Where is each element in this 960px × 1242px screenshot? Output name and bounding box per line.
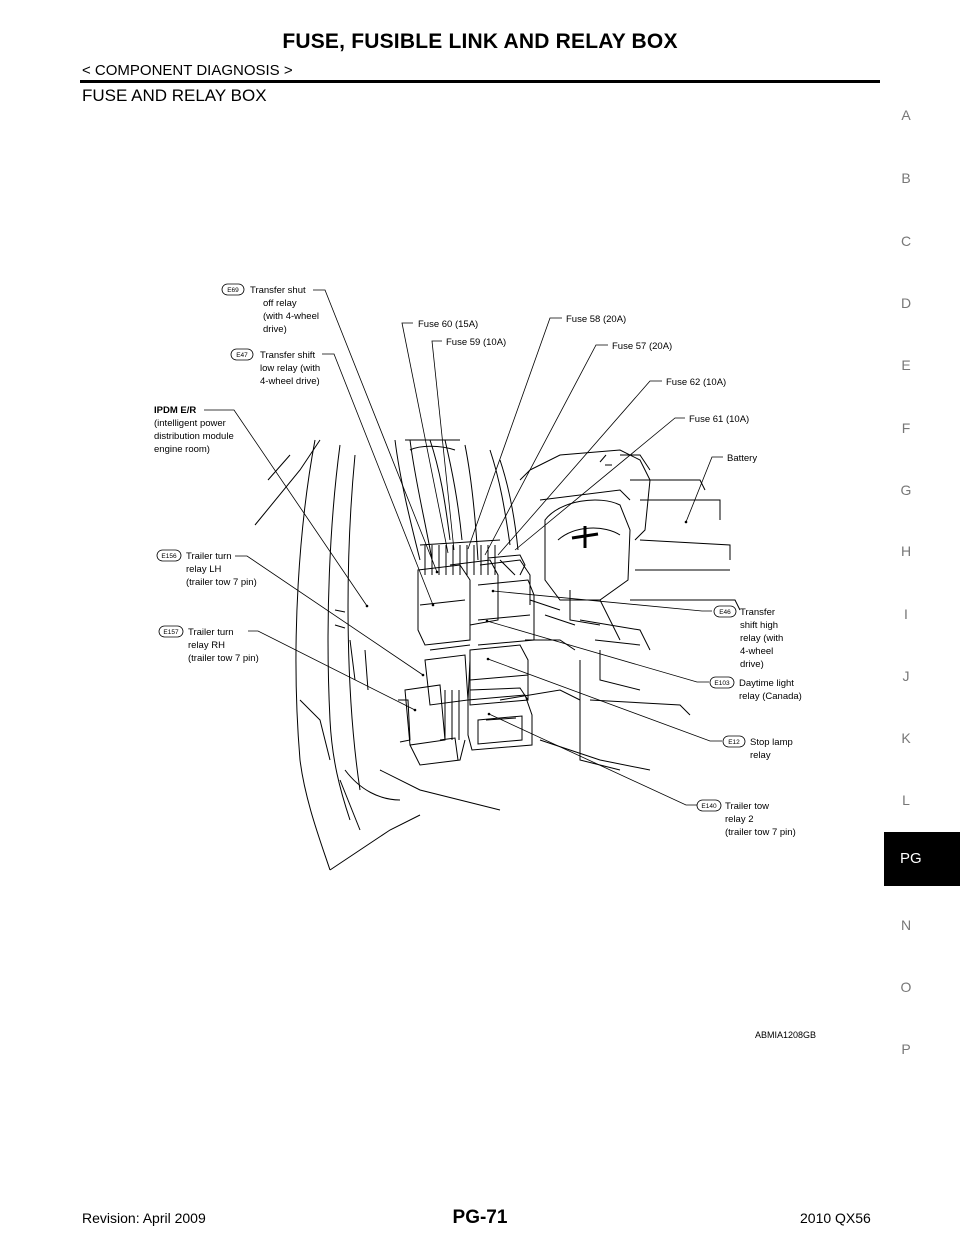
label-e46-line5: drive) (740, 659, 764, 670)
connector-code-e12: E12 (728, 739, 740, 746)
side-index-letter[interactable]: P (901, 1041, 911, 1057)
connector-badge-e46 (713, 605, 737, 618)
side-index-letter[interactable]: K (901, 730, 911, 746)
label-e12-line2: relay (750, 750, 771, 761)
label-e156-line1: Trailer turn (186, 551, 232, 562)
connector-badges: E69 E47 E156 E157 E46 E103 E12 E140 (156, 283, 746, 812)
side-index-letter[interactable]: N (900, 917, 912, 933)
side-index-letter[interactable]: A (901, 107, 911, 123)
side-index-letter[interactable]: L (902, 792, 910, 808)
label-e140-line2: relay 2 (725, 814, 754, 825)
label-fuse-61: Fuse 61 (10A) (689, 414, 749, 425)
figure-id: ABMIA1208GB (755, 1030, 817, 1040)
callout-labels: Transfer shut off relay (with 4-wheel dr… (154, 285, 802, 838)
label-fuse-58: Fuse 58 (20A) (566, 314, 626, 325)
label-e69-line3: (with 4-wheel (263, 311, 319, 322)
side-index-letter[interactable]: I (904, 606, 908, 622)
label-e103-line1: Daytime light (739, 678, 794, 689)
footer-revision: Revision: April 2009 (82, 1210, 206, 1226)
connector-code-e47: E47 (236, 352, 248, 359)
label-e47-line3: 4-wheel drive) (260, 376, 320, 387)
label-e46-line1: Transfer (740, 607, 775, 618)
connector-badge-e69 (221, 283, 245, 296)
label-ipdm-line1: IPDM E/R (154, 405, 196, 416)
label-e46-line3: relay (with (740, 633, 783, 644)
connector-badge-e140 (696, 799, 722, 812)
label-fuse-62: Fuse 62 (10A) (666, 377, 726, 388)
callout-dots (365, 520, 688, 716)
page-title: FUSE, FUSIBLE LINK AND RELAY BOX (282, 30, 678, 53)
label-fuse-60: Fuse 60 (15A) (418, 319, 478, 330)
label-ipdm-line3: distribution module (154, 431, 234, 442)
side-index-letter[interactable]: B (901, 170, 911, 186)
callout-leaders (204, 289, 723, 806)
label-e140-line1: Trailer tow (725, 801, 769, 812)
connector-badge-e157 (158, 625, 184, 638)
connector-badge-e47 (230, 348, 254, 361)
label-e157-line3: (trailer tow 7 pin) (188, 653, 259, 664)
side-index-letter[interactable]: E (901, 357, 911, 373)
connector-code-e140: E140 (701, 803, 717, 810)
label-e46-line2: shift high (740, 620, 778, 631)
connector-badge-e12 (722, 735, 746, 748)
side-index-letter[interactable]: H (900, 543, 912, 559)
side-index: A B C D E F G H I J K L N O P (884, 0, 960, 1242)
side-index-letter[interactable]: D (900, 295, 912, 311)
footer-page-number: PG-71 (452, 1207, 508, 1228)
label-e47-line2: low relay (with (260, 363, 320, 374)
side-index-letter[interactable]: O (900, 979, 912, 995)
label-e47-line1: Transfer shift (260, 350, 315, 361)
label-ipdm-line4: engine room) (154, 444, 210, 455)
section-title: FUSE AND RELAY BOX (82, 86, 267, 105)
label-e140-line3: (trailer tow 7 pin) (725, 827, 796, 838)
label-e12-line1: Stop lamp (750, 737, 793, 748)
label-e157-line2: relay RH (188, 640, 225, 651)
side-index-letter[interactable]: J (902, 668, 910, 684)
connector-code-e69: E69 (227, 287, 239, 294)
footer-model: 2010 QX56 (800, 1210, 871, 1226)
side-index-active-tab[interactable]: PG (884, 832, 960, 886)
connector-code-e156: E156 (161, 553, 177, 560)
side-index-letter[interactable]: G (900, 482, 912, 498)
label-e69-line2: off relay (263, 298, 297, 309)
label-e69-line4: drive) (263, 324, 287, 335)
connector-badge-e103 (709, 676, 735, 689)
label-e69-line1: Transfer shut (250, 285, 306, 296)
label-battery: Battery (727, 453, 757, 464)
battery-plus-icon (571, 526, 599, 548)
connector-badge-e156 (156, 549, 182, 562)
side-index-letter[interactable]: C (900, 233, 912, 249)
label-fuse-59: Fuse 59 (10A) (446, 337, 506, 348)
label-ipdm-line2: (intelligent power (154, 418, 226, 429)
connector-code-e103: E103 (714, 680, 730, 687)
label-fuse-57: Fuse 57 (20A) (612, 341, 672, 352)
label-e46-line4: 4-wheel (740, 646, 773, 657)
label-e103-line2: relay (Canada) (739, 691, 802, 702)
label-e156-line3: (trailer tow 7 pin) (186, 577, 257, 588)
component-illustration (254, 439, 741, 871)
side-index-letter[interactable]: F (901, 420, 911, 436)
connector-code-e46: E46 (719, 609, 731, 616)
header-divider (80, 80, 880, 83)
label-e157-line1: Trailer turn (188, 627, 234, 638)
connector-code-e157: E157 (163, 629, 179, 636)
label-e156-line2: relay LH (186, 564, 222, 575)
section-breadcrumb: < COMPONENT DIAGNOSIS > (82, 62, 293, 79)
